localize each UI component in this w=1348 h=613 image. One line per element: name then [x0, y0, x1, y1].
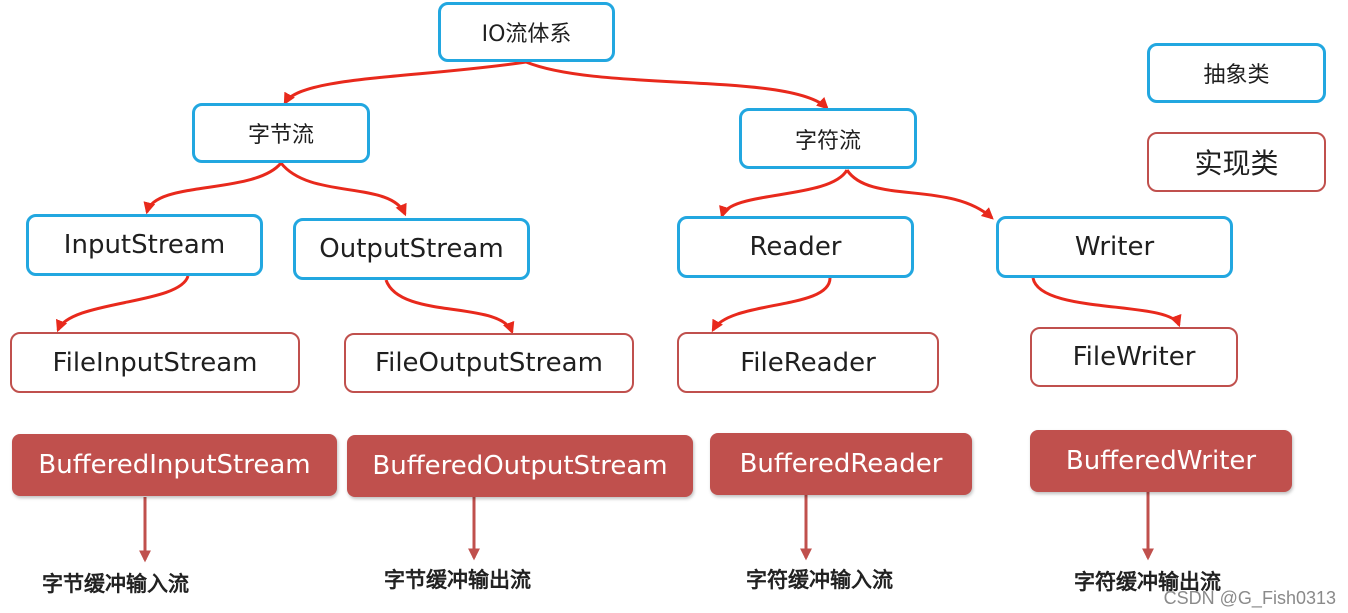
root-label: IO流体系 — [481, 22, 572, 47]
byte-stream-label: 字节流 — [247, 123, 314, 148]
arrow-writer-to-filewriter — [1031, 277, 1182, 328]
arrow-root-to-char — [525, 60, 829, 110]
file-input-stream-node: FileInputStream — [10, 332, 300, 393]
buffered-writer-node: BufferedWriter — [1030, 430, 1292, 492]
output-stream-node: OutputStream — [293, 218, 530, 280]
arrow-char-to-writer — [845, 169, 994, 220]
arrow-char-to-reader — [719, 169, 849, 219]
writer-node: Writer — [996, 216, 1233, 278]
arrow-byte-to-input — [143, 161, 283, 215]
arrow-byte-to-output — [279, 162, 407, 217]
input-stream-label: InputStream — [63, 230, 226, 260]
legend-abstract-label: 抽象类 — [1203, 63, 1270, 88]
buffered-input-stream-node: BufferedInputStream — [12, 434, 337, 496]
arrow-output-to-fileoutput — [384, 279, 515, 335]
file-writer-label: FileWriter — [1072, 342, 1196, 372]
output-stream-label: OutputStream — [319, 234, 504, 264]
file-reader-label: FileReader — [740, 347, 876, 378]
reader-label: Reader — [749, 232, 842, 262]
caption-byte-buffered-input: 字节缓冲输入流 — [42, 572, 189, 596]
caption-char-buffered-input: 字符缓冲输入流 — [746, 568, 893, 592]
file-reader-node: FileReader — [677, 332, 939, 393]
file-writer-node: FileWriter — [1030, 327, 1238, 387]
arrow-input-to-fileinput — [56, 275, 190, 333]
watermark-text: CSDN @G_Fish0313 — [1163, 588, 1336, 608]
buffered-reader-label: BufferedReader — [739, 449, 943, 479]
buffered-input-stream-label: BufferedInputStream — [38, 450, 311, 480]
legend-abstract-box: 抽象类 — [1147, 43, 1326, 103]
caption-byte-buffered-output: 字节缓冲输出流 — [384, 568, 531, 592]
byte-stream-node: 字节流 — [192, 103, 370, 163]
buffered-output-stream-node: BufferedOutputStream — [347, 435, 693, 497]
legend-impl-box: 实现类 — [1147, 132, 1326, 192]
writer-label: Writer — [1074, 232, 1155, 262]
arrow-root-to-byte — [283, 60, 527, 106]
caption-char-buffered-output: 字符缓冲输出流 — [1074, 570, 1221, 594]
buffered-output-stream-label: BufferedOutputStream — [372, 451, 668, 481]
file-input-stream-label: FileInputStream — [52, 347, 258, 378]
file-output-stream-node: FileOutputStream — [344, 333, 634, 393]
input-stream-node: InputStream — [26, 214, 263, 276]
char-stream-label: 字符流 — [794, 128, 861, 154]
buffered-writer-label: BufferedWriter — [1065, 446, 1257, 476]
file-output-stream-label: FileOutputStream — [375, 348, 603, 378]
root-node: IO流体系 — [438, 2, 615, 62]
buffered-reader-node: BufferedReader — [710, 433, 972, 495]
legend-impl-label: 实现类 — [1194, 147, 1279, 180]
char-stream-node: 字符流 — [739, 108, 917, 169]
arrow-reader-to-filereader — [711, 277, 832, 333]
reader-node: Reader — [677, 216, 914, 278]
